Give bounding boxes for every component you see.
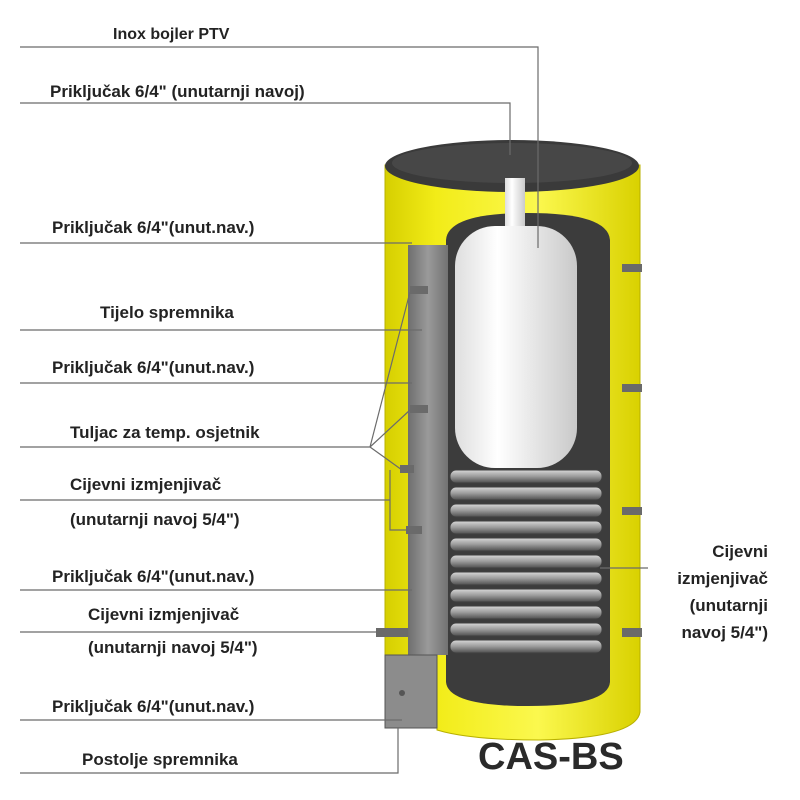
leader-line-izmjenjivac-1 — [20, 470, 406, 531]
label-izmjenjivac-1-line1: Cijevni izmjenjivač — [70, 475, 222, 494]
label-tijelo-spremnika: Tijelo spremnika — [100, 303, 234, 322]
right-connectors — [622, 264, 642, 637]
label-izmjenjivac-right-line1: Cijevni — [712, 542, 768, 561]
label-prikljucak-2: Priključak 6/4"(unut.nav.) — [52, 358, 255, 377]
stand-bolt — [399, 690, 405, 696]
leader-line-postolje — [20, 728, 399, 774]
label-prikljucak-top: Priključak 6/4" (unutarnji navoj) — [50, 82, 305, 101]
label-izmjenjivac-1-line2: (unutarnji navoj 5/4") — [70, 510, 240, 529]
label-izmjenjivac-right-line2: izmjenjivač — [677, 569, 768, 588]
leader-line-prikljucak-top — [20, 102, 511, 155]
inox-boiler — [455, 226, 577, 468]
leader-lines — [20, 46, 648, 774]
leader-line-inox-bojler — [20, 46, 539, 248]
inox-boiler-neck — [505, 178, 525, 240]
label-izmjenjivac-right-line4: navoj 5/4") — [681, 623, 768, 642]
label-izmjenjivac-right: Cijevni izmjenjivač (unutarnji navoj 5/4… — [640, 538, 768, 646]
tank-stand — [384, 654, 438, 729]
leader-line-tuljac — [20, 291, 411, 471]
top-cap-rim — [392, 143, 632, 183]
label-prikljucak-4: Priključak 6/4"(unut.nav.) — [52, 697, 255, 716]
model-name: CAS-BS — [478, 736, 624, 778]
label-postolje: Postolje spremnika — [82, 750, 238, 769]
left-connectors — [376, 286, 428, 637]
label-prikljucak-1: Priključak 6/4"(unut.nav.) — [52, 218, 255, 237]
tank-illustration — [376, 140, 642, 741]
label-inox-bojler: Inox bojler PTV — [113, 26, 230, 43]
heat-exchanger-coil — [449, 469, 603, 654]
label-izmjenjivac-right-line3: (unutarnji — [689, 596, 768, 615]
label-izmjenjivac-2-line1: Cijevni izmjenjivač — [88, 605, 240, 624]
label-izmjenjivac-2-line2: (unutarnji navoj 5/4") — [88, 638, 258, 657]
label-prikljucak-3: Priključak 6/4"(unut.nav.) — [52, 567, 255, 586]
tank-wall-section — [408, 245, 448, 655]
label-tuljac: Tuljac za temp. osjetnik — [70, 423, 260, 442]
